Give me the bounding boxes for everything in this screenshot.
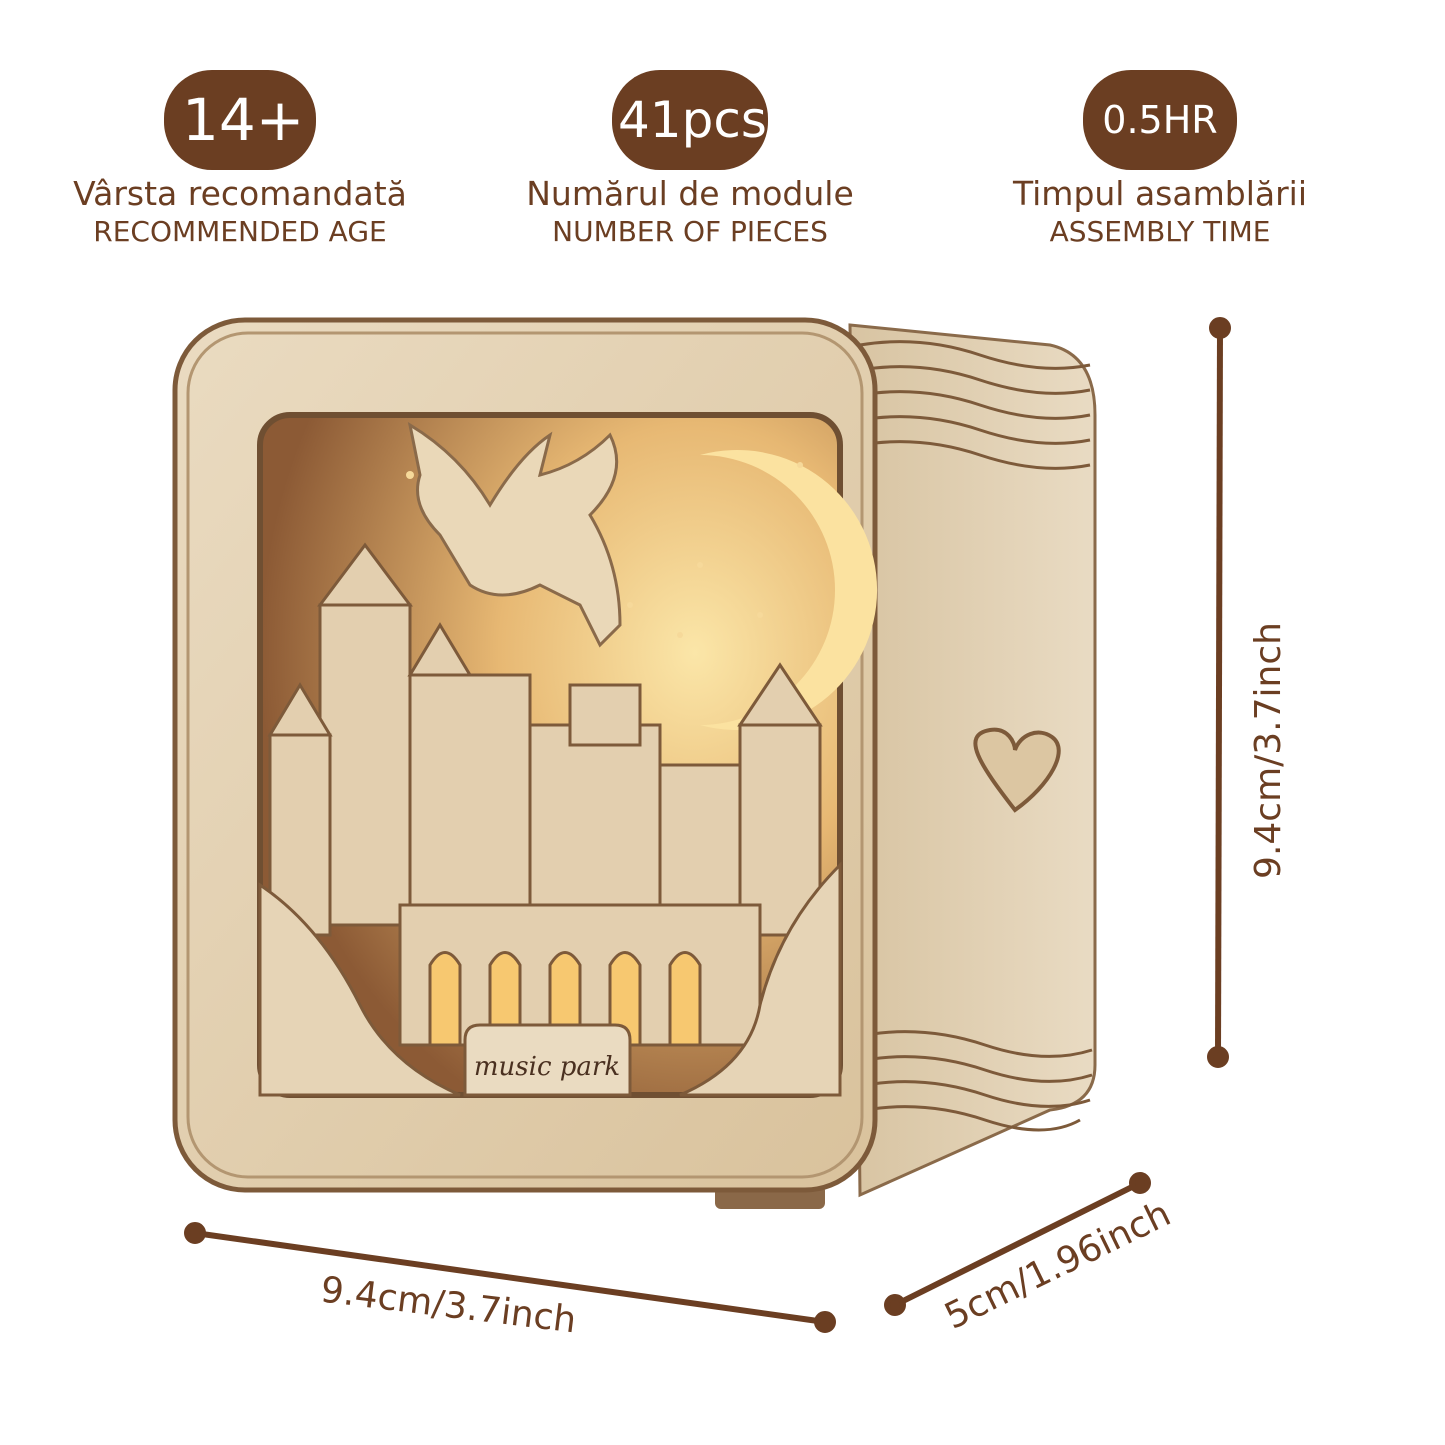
- box-side: [848, 323, 1097, 1198]
- depth-line: [893, 1180, 1142, 1308]
- heart-emblem: [973, 727, 1061, 813]
- pieces-label-ro: Numărul de module: [526, 174, 854, 213]
- plaque-text: music park: [474, 1052, 620, 1082]
- age-label-ro: Vârsta recomandată: [73, 174, 407, 213]
- cliff-left: [258, 882, 461, 1097]
- moon: [700, 450, 878, 730]
- time-label-en: ASSEMBLY TIME: [1049, 215, 1271, 248]
- aqueduct-arches: [428, 951, 702, 1047]
- cliff-right: [679, 861, 842, 1097]
- side-hinge-pattern: [859, 340, 1093, 1132]
- height-dimension-label: 9.4cm/3.7inch: [1247, 622, 1289, 879]
- pieces-label-en: NUMBER OF PIECES: [552, 215, 828, 248]
- product-image: music park: [172, 317, 1097, 1209]
- pegasus: [407, 421, 622, 648]
- age-label-en: RECOMMENDED AGE: [93, 215, 387, 248]
- age-badge: 14+: [164, 70, 316, 170]
- height-line: [1215, 327, 1223, 1058]
- plaque: [463, 1023, 632, 1097]
- spec-assembly-time: 0.5HR Timpul asamblării ASSEMBLY TIME: [960, 70, 1360, 248]
- castle: [267, 542, 823, 937]
- time-badge: 0.5HR: [1083, 70, 1237, 170]
- spec-recommended-age: 14+ Vârsta recomandată RECOMMENDED AGE: [40, 70, 440, 248]
- spec-number-of-pieces: 41pcs Numărul de module NUMBER OF PIECES: [490, 70, 890, 248]
- time-label-ro: Timpul asamblării: [1012, 174, 1307, 213]
- width-line: [194, 1230, 826, 1325]
- pieces-badge: 41pcs: [612, 70, 768, 170]
